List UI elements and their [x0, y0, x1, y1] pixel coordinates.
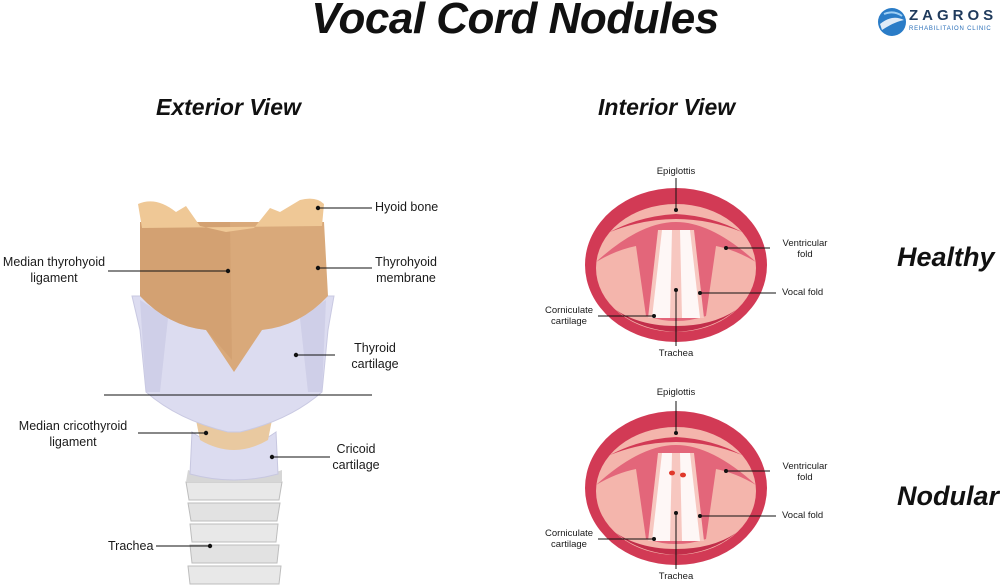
healthy-corniculate-line2: cartilage — [551, 316, 587, 327]
healthy-epiglottis-label: Epiglottis — [656, 166, 696, 177]
label-trachea: Trachea — [108, 539, 154, 553]
nodular-ventricular-label: Ventricular fold — [772, 461, 838, 483]
healthy-corniculate-line1: Corniculate — [544, 305, 594, 316]
healthy-trachea-label: Trachea — [658, 348, 694, 359]
interior-view-title: Interior View — [598, 94, 736, 120]
thyrohyoid-membrane-shape — [140, 222, 328, 372]
nodule-left — [669, 470, 675, 476]
label-median-thyrohyoid: Median thyrohyoid ligament — [0, 254, 108, 286]
label-thyrohyoid-membrane: Thyrohyoid membrane — [368, 254, 444, 286]
healthy-ventricular-label: Ventricular fold — [772, 238, 838, 260]
label-thyroid-line2: cartilage — [351, 357, 399, 371]
nodule-right — [680, 472, 686, 478]
logo-globe-icon — [878, 8, 906, 36]
label-cricoid-cartilage: Cricoid cartilage — [320, 441, 392, 473]
label-thyrohyoid-line2: membrane — [376, 271, 436, 285]
nodular-ventricular-line1: Ventricular — [782, 461, 828, 472]
nodular-epiglottis-label: Epiglottis — [656, 387, 696, 398]
interior-leader-lines — [598, 178, 776, 569]
interior-nodular-larynx — [585, 411, 767, 565]
page-title: Vocal Cord Nodules — [311, 0, 719, 43]
exterior-leader-lines — [104, 207, 372, 547]
healthy-vocal-fold-label: Vocal fold — [782, 287, 824, 298]
nodular-trachea-label: Trachea — [658, 571, 694, 582]
label-cricothyroid-line2: ligament — [49, 435, 97, 449]
label-thyroid-line1: Thyroid — [354, 341, 396, 355]
interior-leader-dots — [652, 208, 728, 541]
label-cricothyroid-line1: Median cricothyroid — [18, 419, 128, 433]
clinic-logo — [876, 6, 1000, 38]
nodular-corniculate-line2: cartilage — [551, 539, 587, 550]
nodular-corniculate-line1: Corniculate — [544, 528, 594, 539]
label-thyroid-cartilage: Thyroid cartilage — [340, 340, 410, 372]
logo-subtitle: REHABILITAION CLINIC — [909, 26, 992, 32]
healthy-corniculate-label: Corniculate cartilage — [538, 305, 600, 327]
exterior-view-title: Exterior View — [156, 94, 301, 120]
label-median-thyrohyoid-line1: Median thyrohyoid — [2, 255, 106, 269]
label-cricoid-line2: cartilage — [332, 458, 380, 472]
label-thyrohyoid-line1: Thyrohyoid — [375, 255, 437, 269]
healthy-ventricular-line2: fold — [797, 249, 813, 260]
exterior-leader-dots — [203, 205, 321, 549]
label-median-cricothyroid: Median cricothyroid ligament — [10, 418, 136, 450]
nodular-vocal-fold-label: Vocal fold — [782, 510, 824, 521]
nodular-ventricular-line2: fold — [797, 472, 813, 483]
nodular-corniculate-label: Corniculate cartilage — [538, 528, 600, 550]
trachea-rings — [185, 470, 283, 585]
healthy-label: Healthy — [897, 242, 995, 272]
interior-healthy-larynx — [585, 188, 767, 342]
nodular-label: Nodular — [897, 481, 1000, 511]
label-median-thyrohyoid-line2: ligament — [30, 271, 78, 285]
logo-wordmark: ZAGROS — [909, 7, 998, 24]
label-hyoid-bone: Hyoid bone — [375, 200, 439, 214]
hyoid-bone-shape — [138, 198, 324, 232]
label-cricoid-line1: Cricoid — [336, 442, 376, 456]
healthy-ventricular-line1: Ventricular — [782, 238, 828, 249]
